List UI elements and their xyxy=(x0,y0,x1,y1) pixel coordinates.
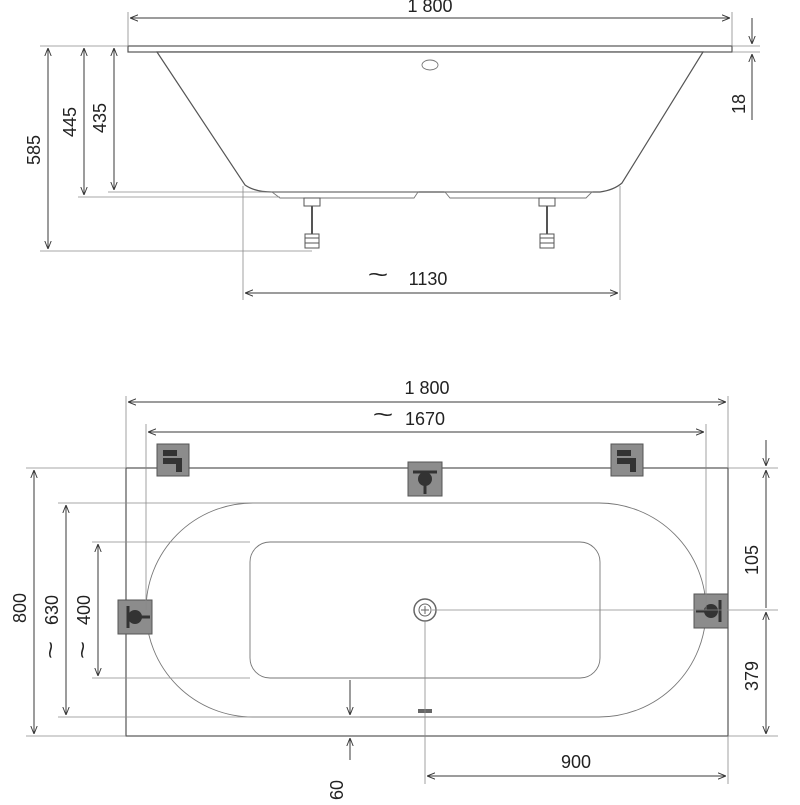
dim-105-label: 105 xyxy=(742,545,762,575)
faucet-icon xyxy=(610,443,644,477)
dim-445-label: 445 xyxy=(60,107,80,137)
dim-18-label: 18 xyxy=(729,94,749,114)
dim-900-label: 900 xyxy=(561,752,591,772)
faucet-icon xyxy=(693,593,729,629)
support-leg-icon xyxy=(303,197,321,249)
dim-60-label: 60 xyxy=(327,780,347,800)
dim-800-label: 800 xyxy=(10,593,30,623)
dim-379-label: 379 xyxy=(742,661,762,691)
dim-630-label: 630 xyxy=(42,595,62,625)
dim-1670-label: 1670 xyxy=(405,409,445,429)
drain-icon xyxy=(413,598,437,622)
top-view: 1 800 ~ 1670 800 630 ~ 400 ~ 105 xyxy=(10,378,778,800)
faucet-icon xyxy=(156,443,190,477)
tub-base-left xyxy=(270,191,419,199)
tub-rim xyxy=(127,45,733,53)
dim-585-label: 585 xyxy=(24,135,44,165)
approx-symbol: ~ xyxy=(70,641,95,659)
top-width-label: 1 800 xyxy=(404,378,449,398)
tub-side-body xyxy=(155,51,705,193)
approx-symbol: ~ xyxy=(373,403,394,428)
faucet-icon xyxy=(407,461,443,497)
dim-400-label: 400 xyxy=(74,595,94,625)
approx-symbol: ~ xyxy=(368,263,389,288)
dim-1130-label: 1130 xyxy=(409,269,448,289)
side-width-label: 1 800 xyxy=(407,0,452,16)
tub-base-right xyxy=(444,191,594,199)
drain-icon xyxy=(421,59,439,71)
side-view: 1 800 585 445 435 18 ~ 1130 xyxy=(24,0,760,300)
support-leg-icon xyxy=(538,197,556,249)
faucet-icon xyxy=(117,599,153,635)
dim-435-label: 435 xyxy=(90,103,110,133)
approx-symbol: ~ xyxy=(38,641,63,659)
